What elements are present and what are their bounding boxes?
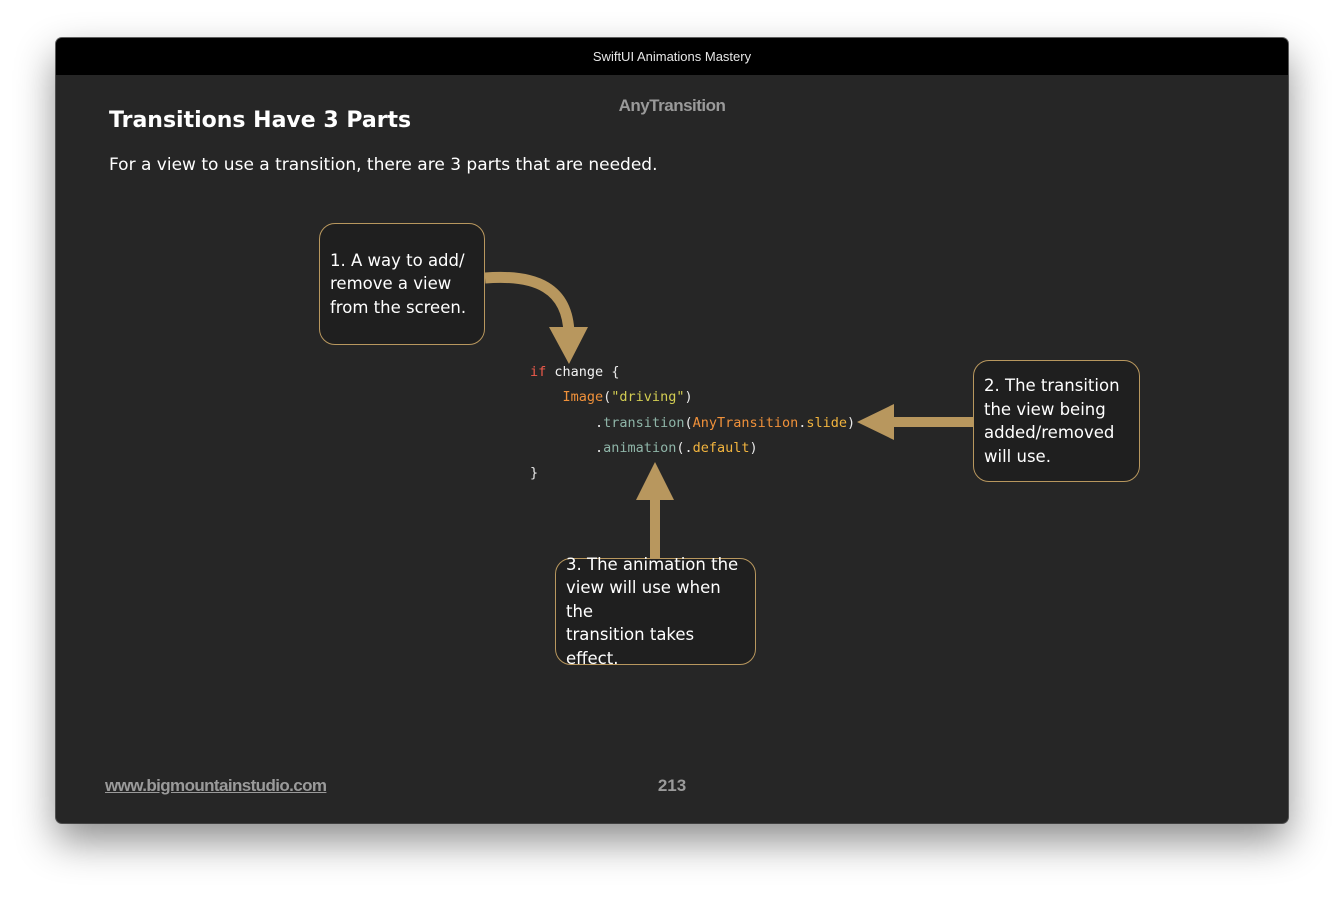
chapter-title: AnyTransition — [618, 96, 726, 115]
code-keyword: if — [530, 364, 547, 380]
code-block: if change { Image("driving") .transition… — [530, 360, 855, 486]
code-method: transition — [603, 414, 685, 431]
callout-line: added/removed — [984, 423, 1115, 442]
callout-line: 2. The transition — [984, 376, 1120, 395]
code-brace: } — [530, 465, 539, 482]
window-title: SwiftUI Animations Mastery — [592, 49, 752, 64]
code-member: slide — [806, 414, 848, 431]
callout-line: will use. — [984, 446, 1051, 466]
website-link[interactable]: www.bigmountainstudio.com — [105, 776, 327, 795]
callout-line: the view being — [984, 399, 1106, 419]
code-line-2: Image("driving") — [530, 389, 693, 405]
arrow-up-icon — [636, 462, 674, 558]
callout-line: 1. A way to add/ — [330, 250, 465, 270]
code-dot: . — [798, 414, 807, 431]
code-paren: ) — [684, 389, 693, 406]
callout-line: 3. The animation the — [566, 554, 739, 574]
callout-transition: 2. The transition the view being added/r… — [973, 360, 1140, 482]
code-line-4: .animation(.default) — [530, 440, 758, 456]
callout-line: remove a view — [330, 274, 452, 294]
code-line-1: if change { — [530, 364, 619, 380]
callout-animation: 3. The animation the view will use when … — [555, 555, 756, 668]
code-paren: ) — [847, 414, 856, 431]
code-dot: . — [684, 439, 693, 456]
code-line-3: .transition(AnyTransition.slide) — [530, 415, 855, 431]
code-dot: . — [595, 414, 604, 431]
code-method: animation — [603, 439, 677, 456]
code-variable: change — [554, 364, 604, 380]
code-paren: ) — [749, 439, 758, 456]
curved-arrow-down-icon — [484, 271, 588, 364]
code-paren: ( — [603, 389, 612, 406]
code-paren: ( — [684, 414, 693, 431]
code-member: default — [692, 439, 750, 456]
code-brace: { — [611, 364, 620, 380]
arrow-left-icon — [857, 404, 973, 440]
page-heading: Transitions Have 3 Parts — [109, 108, 412, 133]
code-type: AnyTransition — [692, 414, 799, 431]
callout-line: transition takes effect. — [566, 625, 695, 668]
callout-add-remove-view: 1. A way to add/ remove a view from the … — [319, 223, 485, 345]
code-dot: . — [595, 439, 604, 456]
code-paren: ( — [676, 439, 685, 456]
code-type: Image — [562, 389, 604, 406]
book-window: SwiftUI Animations Mastery AnyTransition… — [56, 38, 1288, 823]
page-number: 213 — [657, 776, 687, 795]
code-string: "driving" — [611, 389, 685, 406]
intro-text: For a view to use a transition, there ar… — [109, 155, 658, 175]
code-line-5: } — [530, 465, 538, 481]
arrows-layer — [484, 271, 973, 558]
callout-line: view will use when the — [566, 578, 721, 621]
window-title-bar[interactable]: SwiftUI Animations Mastery — [56, 38, 1288, 75]
callout-line: from the screen. — [330, 297, 467, 317]
